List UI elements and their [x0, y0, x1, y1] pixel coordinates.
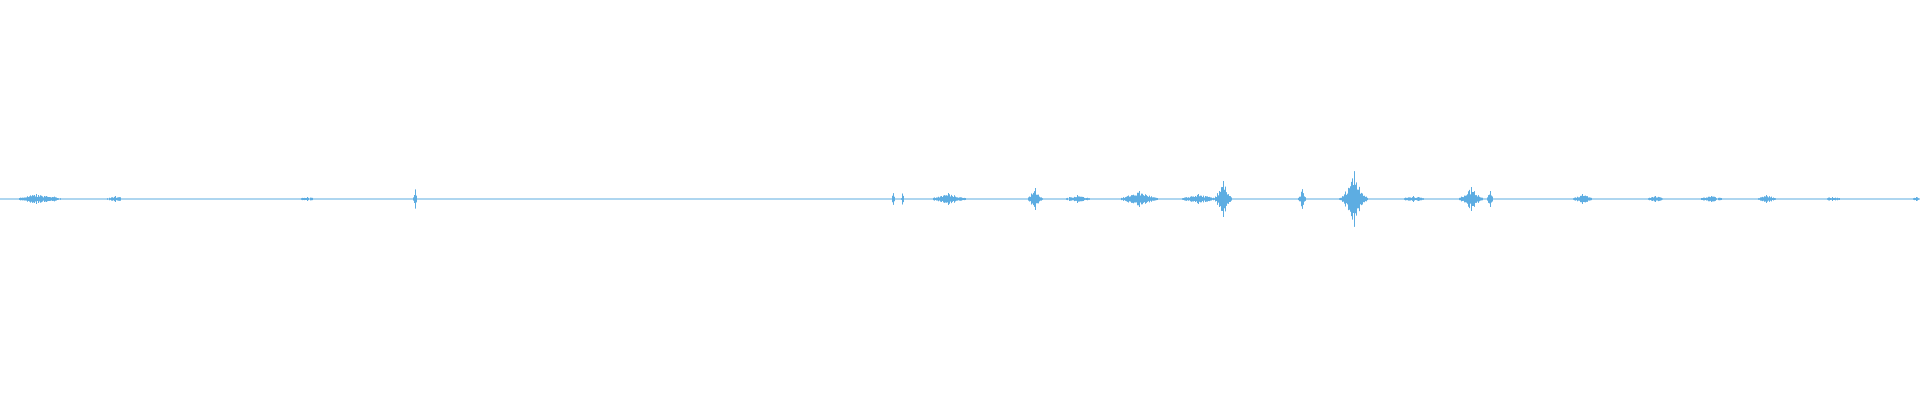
waveform-marks — [0, 171, 1920, 227]
